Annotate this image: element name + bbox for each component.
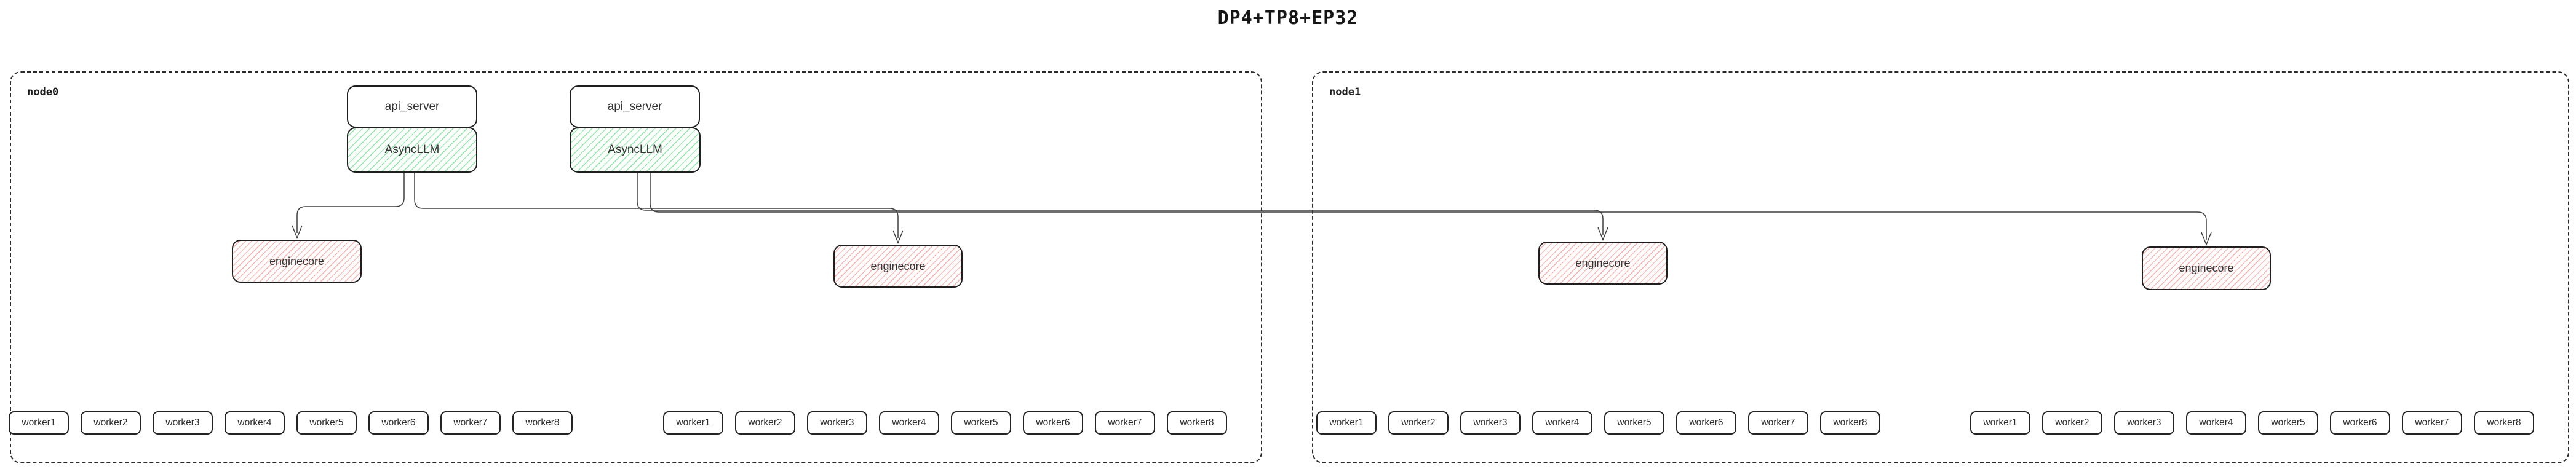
enginecore-box-4: enginecore [2142, 246, 2271, 290]
worker-box: worker7 [1095, 411, 1155, 435]
worker-box: worker5 [296, 411, 357, 435]
worker-box: worker1 [1316, 411, 1377, 435]
worker-box: worker4 [2186, 411, 2246, 435]
worker-box: worker2 [81, 411, 141, 435]
enginecore-box-3: enginecore [1538, 242, 1668, 285]
asyncllm-box-1: AsyncLLM [347, 127, 477, 173]
worker-box: worker5 [951, 411, 1011, 435]
asyncllm-box-2: AsyncLLM [570, 127, 701, 173]
worker-box: worker2 [735, 411, 795, 435]
enginecore-box-2: enginecore [833, 245, 963, 288]
node0-label: node0 [27, 86, 59, 98]
worker-box: worker7 [2402, 411, 2462, 435]
worker-box: worker1 [9, 411, 69, 435]
worker-box: worker3 [153, 411, 213, 435]
worker-box: worker4 [879, 411, 939, 435]
worker-group-4: worker1 worker2 worker3 worker4 worker5 worke… [1970, 411, 2534, 435]
worker-box: worker6 [1676, 411, 1736, 435]
worker-box: worker6 [1023, 411, 1083, 435]
worker-box: worker3 [2114, 411, 2174, 435]
worker-box: worker2 [2042, 411, 2102, 435]
node1-container: node1 [1312, 71, 2569, 463]
worker-group-1: worker1 worker2 worker3 worker4 worker5 worke… [9, 411, 573, 435]
node1-label: node1 [1329, 86, 1361, 98]
worker-box: worker3 [1460, 411, 1521, 435]
worker-box: worker6 [368, 411, 429, 435]
worker-box: worker3 [807, 411, 867, 435]
worker-box: worker1 [1970, 411, 2030, 435]
api-server-box-1: api_server [347, 85, 477, 128]
worker-group-3: worker1 worker2 worker3 worker4 worker5 worke… [1316, 411, 1880, 435]
worker-box: worker7 [1748, 411, 1808, 435]
worker-box: worker5 [2258, 411, 2318, 435]
worker-box: worker4 [225, 411, 285, 435]
worker-box: worker6 [2330, 411, 2390, 435]
node0-container: node0 [10, 71, 1262, 463]
worker-box: worker2 [1388, 411, 1449, 435]
worker-box: worker4 [1532, 411, 1592, 435]
worker-box: worker8 [1167, 411, 1227, 435]
diagram-title: DP4+TP8+EP32 [1217, 7, 1359, 29]
worker-box: worker8 [512, 411, 573, 435]
worker-box: worker1 [663, 411, 723, 435]
api-server-box-2: api_server [570, 85, 700, 128]
worker-box: worker5 [1604, 411, 1664, 435]
worker-box: worker8 [2474, 411, 2534, 435]
enginecore-box-1: enginecore [232, 240, 362, 283]
worker-box: worker8 [1820, 411, 1880, 435]
worker-box: worker7 [440, 411, 501, 435]
worker-group-2: worker1 worker2 worker3 worker4 worker5 worke… [663, 411, 1227, 435]
